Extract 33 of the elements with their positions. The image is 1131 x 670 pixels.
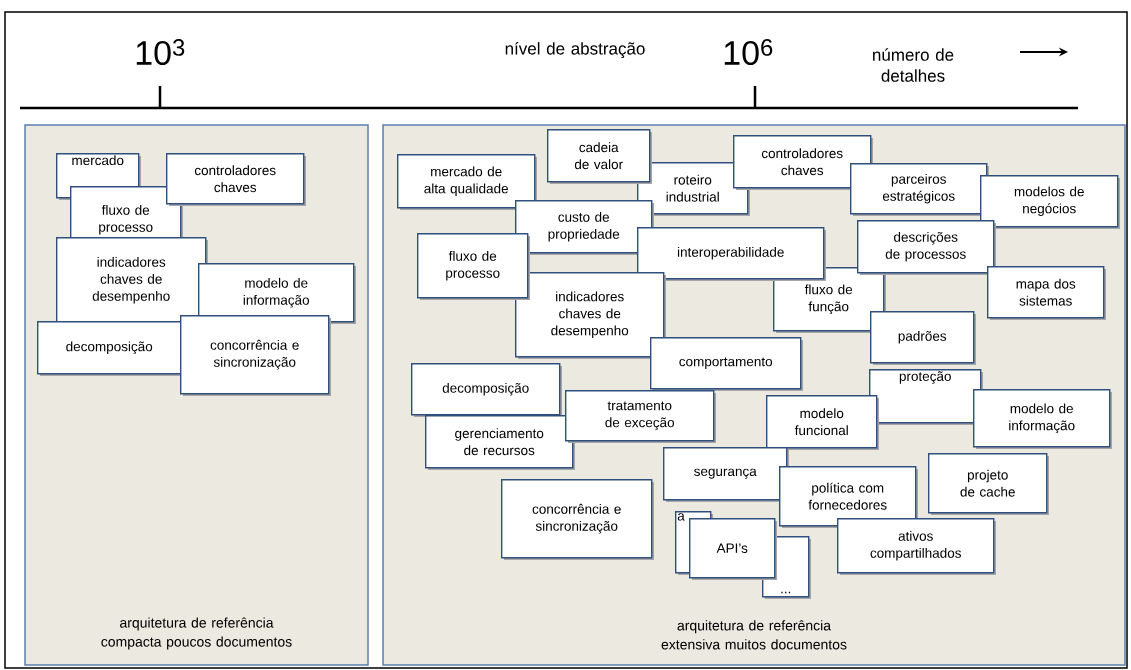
card: decomposição [411, 363, 562, 417]
card: custo de propriedade [515, 200, 654, 255]
card: tratamento de exceção [565, 390, 716, 443]
card: indicadores chaves de desempenho [56, 237, 208, 325]
card: concorrência e sincronização [501, 479, 654, 560]
large-number: 10$^{6}$ [724, 39, 773, 65]
card: proteção [869, 369, 983, 425]
card: controladores chaves [733, 135, 873, 190]
card: descrições de processos [857, 220, 996, 275]
card: gerenciamento de recursos [425, 415, 575, 470]
card: política com fornecedores [779, 466, 918, 528]
card: modelo funcional [766, 395, 879, 450]
card: projeto de cache [928, 453, 1049, 515]
card: cadeia de valor [547, 129, 652, 184]
card: modelo de informação [973, 389, 1112, 449]
card: parceiros estratégicos [850, 163, 989, 216]
card: modelos de negócios [980, 175, 1120, 229]
card: comportamento [650, 337, 803, 391]
card: ativos compartilhados [837, 518, 996, 575]
axis-label: nível de abstração [505, 41, 645, 59]
card: concorrência e sincronização [180, 315, 331, 396]
card: decomposição [37, 321, 183, 376]
card: interoperabilidade [637, 227, 826, 281]
card: mapa dos sistemas [987, 266, 1106, 320]
card: controladores chaves [166, 153, 306, 206]
card: padrões [870, 311, 976, 365]
card: mercado de alta qualidade [397, 154, 537, 210]
card: modelo de informação [198, 263, 356, 324]
card: fluxo de processo [417, 233, 530, 300]
card: indicadores chaves de desempenho [515, 272, 666, 359]
large-number: 10$^{3}$ [136, 39, 185, 65]
card: segurança [663, 447, 789, 502]
axis-label: número de detalhes [873, 48, 954, 82]
